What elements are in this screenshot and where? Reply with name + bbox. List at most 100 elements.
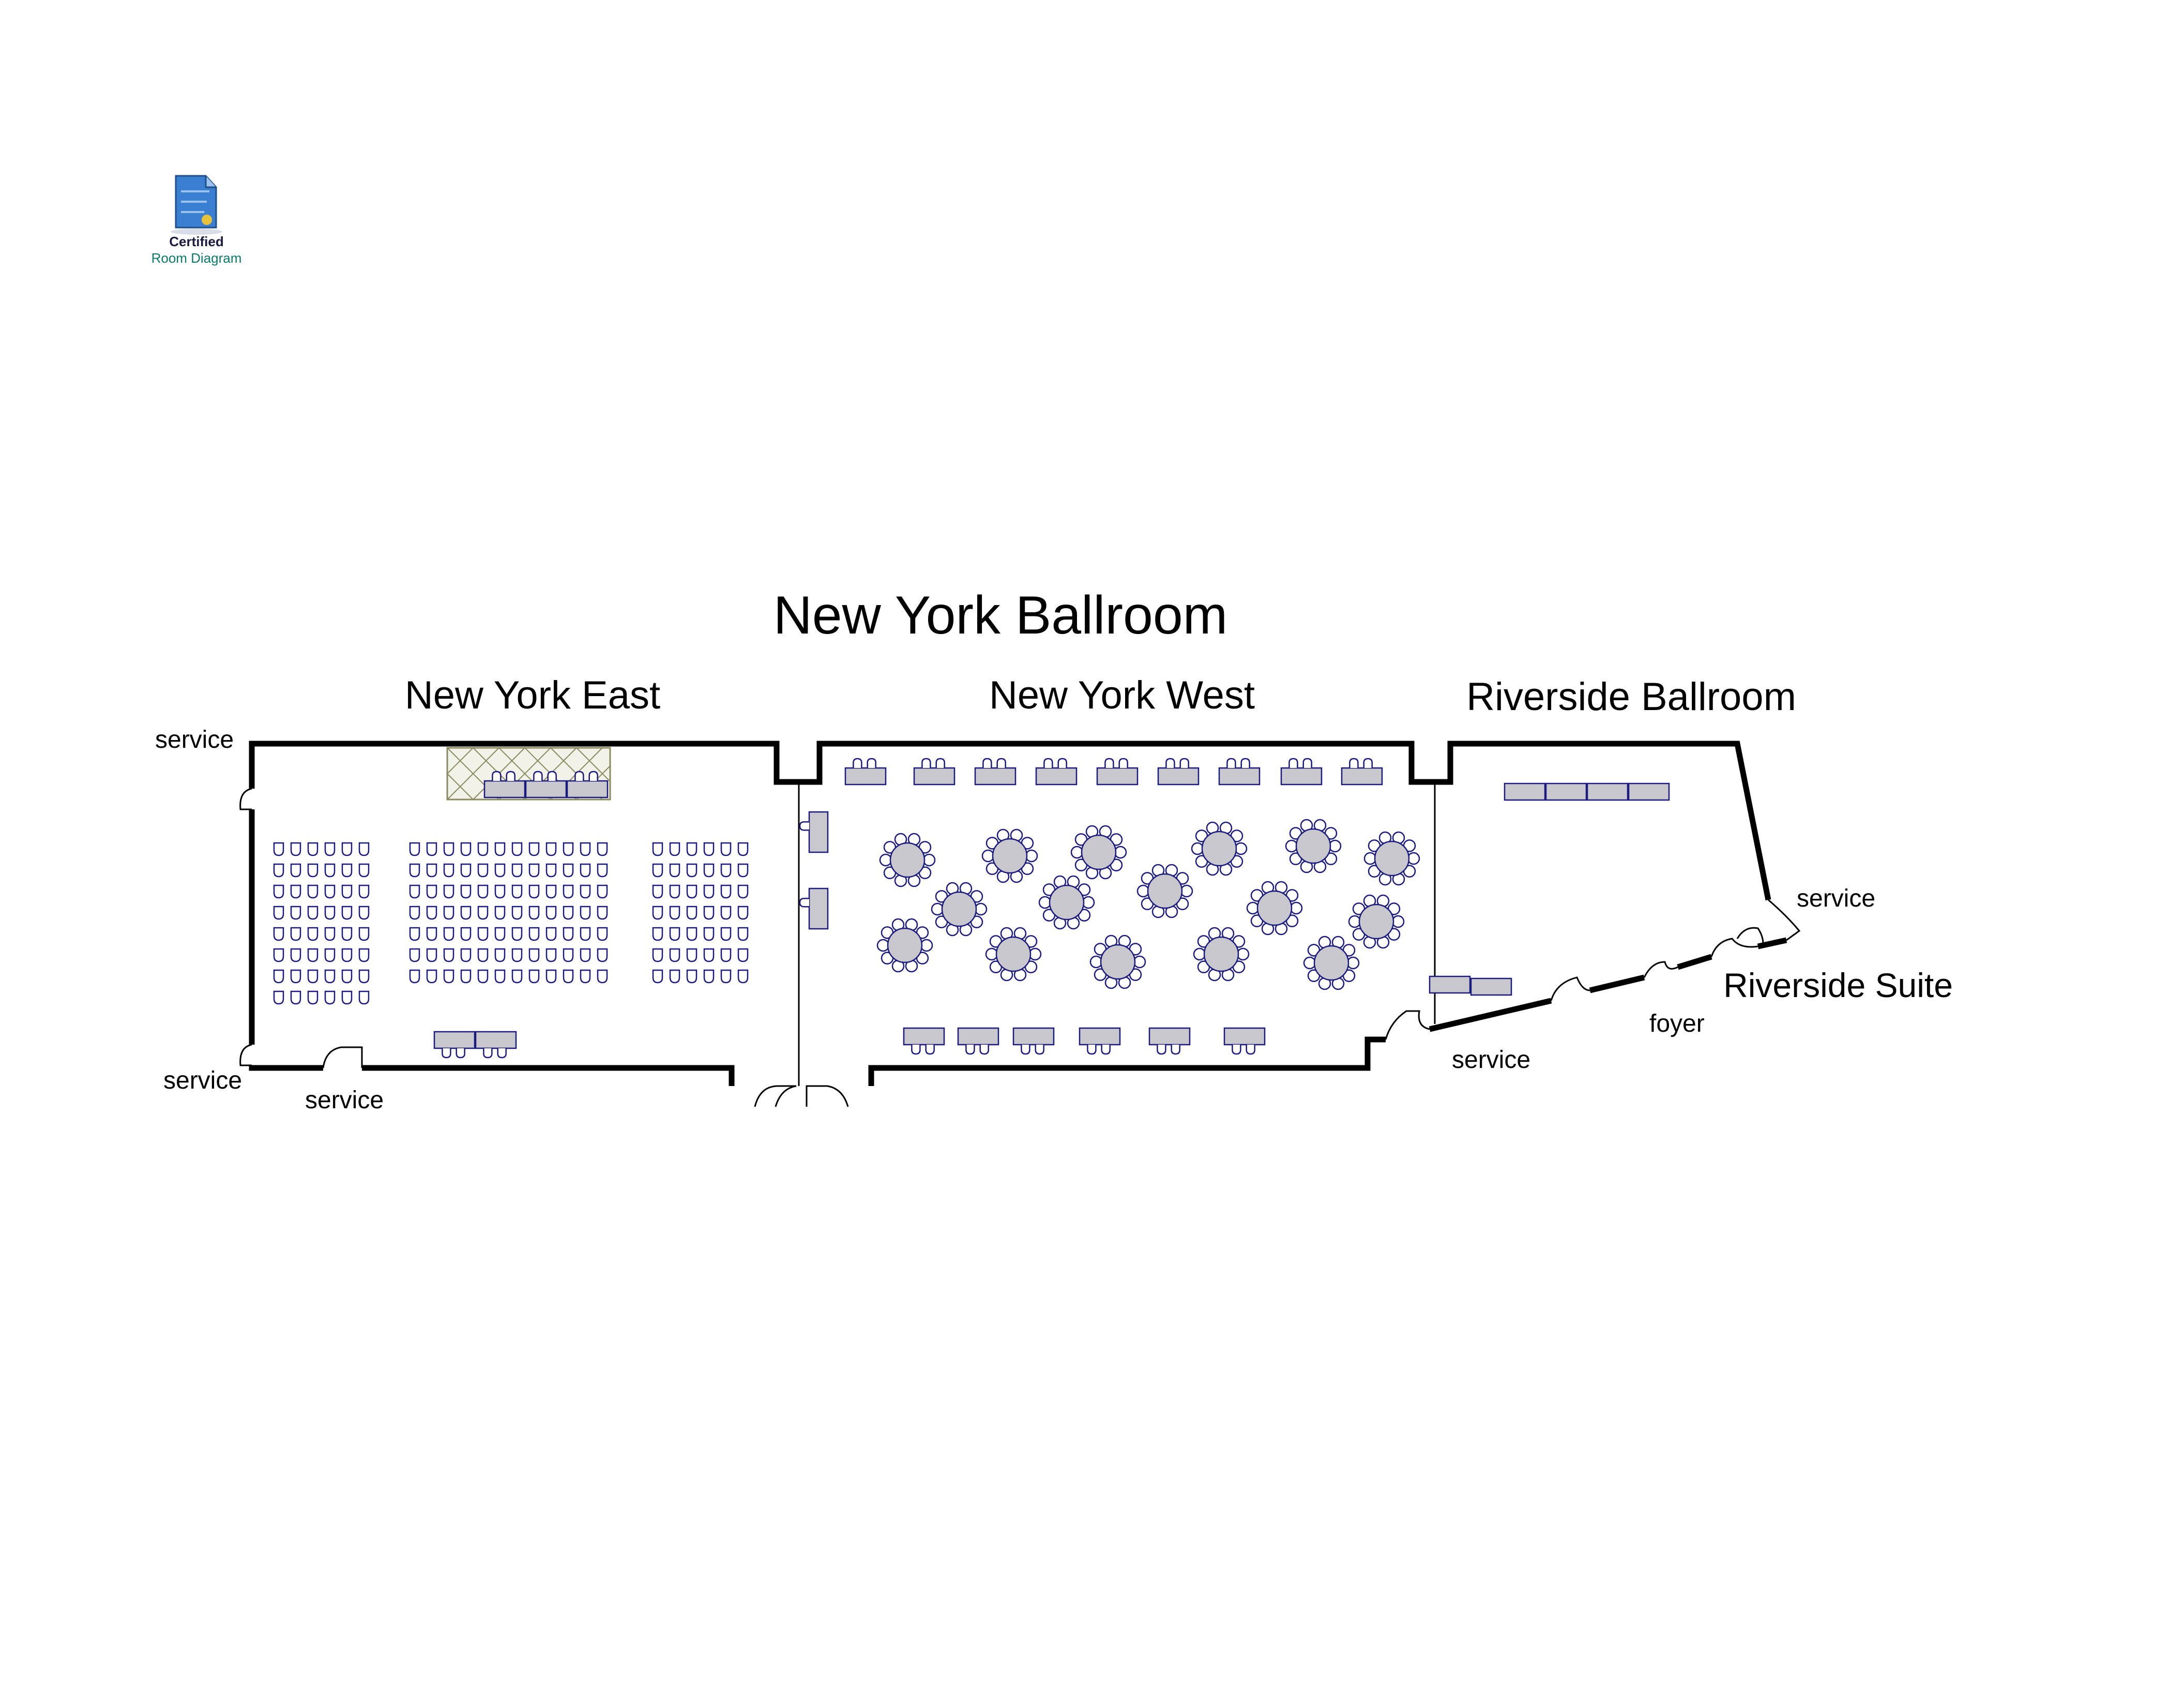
- chair: [1288, 758, 1298, 768]
- chair: [324, 863, 336, 878]
- rect-table: [957, 1027, 999, 1046]
- round-table: [1136, 864, 1193, 918]
- chair: [981, 849, 995, 863]
- chair: [597, 969, 608, 984]
- service-label-right: service: [1797, 885, 1875, 912]
- chair: [545, 842, 557, 856]
- chair: [443, 927, 454, 941]
- chair: [669, 842, 680, 856]
- chair: [1193, 947, 1206, 961]
- door-service-bottom-left: [239, 1044, 252, 1066]
- round-table-top: [1147, 873, 1183, 909]
- rect-table: [1280, 767, 1323, 786]
- chair: [497, 1048, 507, 1059]
- chair: [1057, 758, 1067, 768]
- badge-line1: Certified: [169, 234, 223, 249]
- chair: [580, 884, 591, 899]
- chair: [563, 948, 574, 962]
- chair: [597, 906, 608, 920]
- rect-table: [1545, 782, 1587, 801]
- chair: [545, 969, 557, 984]
- round-table: [981, 828, 1038, 883]
- chair: [324, 927, 336, 941]
- chair: [931, 902, 944, 916]
- chair: [1021, 1045, 1030, 1055]
- chair: [528, 969, 540, 984]
- chair: [799, 898, 809, 908]
- chair: [686, 884, 697, 899]
- chair: [324, 948, 336, 962]
- room-label-riverside-suite: Riverside Suite: [1723, 966, 1953, 1004]
- rect-table: [1079, 1027, 1121, 1046]
- chair: [652, 842, 663, 856]
- chair: [1234, 842, 1248, 855]
- page-title: New York Ballroom: [774, 585, 1228, 645]
- chair: [511, 842, 523, 856]
- chair: [1349, 758, 1359, 768]
- rect-table: [974, 767, 1017, 786]
- chair: [720, 863, 732, 878]
- theater-chairs: [273, 842, 749, 1005]
- chair: [686, 927, 697, 941]
- chair: [1038, 896, 1052, 909]
- chair: [1043, 758, 1053, 768]
- round-table: [1246, 881, 1303, 936]
- rect-table: [808, 887, 829, 930]
- chair: [1240, 758, 1250, 768]
- chair: [1028, 947, 1042, 961]
- service-label-riverside-bottom: service: [1452, 1046, 1530, 1074]
- chair: [669, 927, 680, 941]
- chair: [597, 863, 608, 878]
- chair: [528, 948, 540, 962]
- round-table: [876, 918, 933, 973]
- chair: [686, 842, 697, 856]
- chair: [545, 863, 557, 878]
- chair: [1070, 846, 1084, 859]
- room-label-new-york-east: New York East: [405, 673, 660, 717]
- chair: [1133, 955, 1146, 969]
- rect-table: [903, 1027, 945, 1046]
- chair: [563, 927, 574, 941]
- chair: [1285, 839, 1298, 853]
- chair: [273, 842, 284, 856]
- outer-wall-bottom-east2: [362, 1065, 735, 1086]
- round-table-top: [1100, 944, 1136, 980]
- chair: [358, 969, 370, 984]
- chair: [426, 884, 437, 899]
- chair: [720, 969, 732, 984]
- chair: [1180, 884, 1193, 898]
- chair: [922, 853, 936, 867]
- door-main-left: [754, 1085, 797, 1107]
- chair: [686, 948, 697, 962]
- chair: [1035, 1045, 1044, 1055]
- chair: [290, 863, 301, 878]
- chair: [426, 842, 437, 856]
- chair: [341, 969, 353, 984]
- chair: [652, 948, 663, 962]
- chair: [426, 863, 437, 878]
- chair: [563, 842, 574, 856]
- chair: [703, 863, 715, 878]
- chair: [1391, 915, 1405, 928]
- chair: [1328, 839, 1342, 853]
- chair: [1157, 1045, 1166, 1055]
- round-table: [1089, 935, 1146, 989]
- chair: [307, 842, 318, 856]
- round-table-top: [1201, 831, 1237, 867]
- round-table: [1070, 825, 1127, 880]
- certified-badge: Certified Room Diagram: [151, 175, 241, 266]
- chair: [982, 758, 992, 768]
- room-label-riverside-ballroom: Riverside Ballroom: [1466, 675, 1796, 719]
- chair: [307, 884, 318, 899]
- chair: [477, 969, 489, 984]
- chair: [426, 948, 437, 962]
- rect-table: [483, 780, 526, 798]
- chair: [290, 948, 301, 962]
- chair: [511, 927, 523, 941]
- chair: [669, 969, 680, 984]
- chair: [409, 884, 420, 899]
- chair: [307, 990, 318, 1005]
- room-label-new-york-west: New York West: [989, 673, 1255, 717]
- chair: [492, 771, 502, 781]
- chair: [341, 990, 353, 1005]
